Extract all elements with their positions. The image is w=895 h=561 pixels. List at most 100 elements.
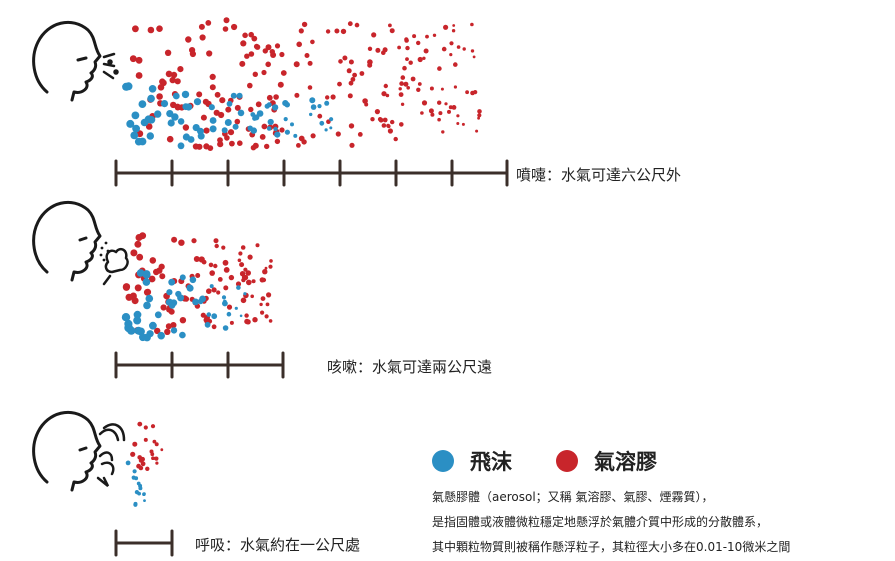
- particle: [348, 80, 354, 86]
- cough-spray-icon: [99, 241, 110, 262]
- particle: [245, 319, 251, 325]
- particle: [179, 274, 186, 281]
- particle: [269, 259, 273, 263]
- particle: [265, 61, 272, 68]
- particle: [145, 123, 153, 130]
- particle: [127, 326, 136, 335]
- particle: [165, 323, 172, 330]
- particle: [261, 69, 267, 76]
- particle: [122, 283, 131, 291]
- particle: [149, 257, 157, 264]
- particle: [125, 293, 133, 301]
- particle: [319, 120, 325, 126]
- particle: [222, 300, 228, 307]
- particle: [221, 295, 227, 300]
- particle: [226, 100, 233, 107]
- particle: [164, 49, 172, 56]
- particle: [149, 321, 157, 330]
- particle: [267, 118, 274, 126]
- particle: [165, 70, 173, 78]
- particle: [209, 284, 214, 289]
- particle: [348, 59, 354, 65]
- legend-aerosol-label: 氣溶膠: [594, 450, 657, 474]
- particle: [349, 142, 355, 148]
- particle: [259, 134, 266, 140]
- particle: [214, 91, 221, 98]
- particle: [143, 288, 151, 296]
- particle: [405, 57, 409, 61]
- particle: [201, 259, 207, 265]
- particle: [477, 109, 482, 114]
- particle: [197, 298, 204, 305]
- particle: [171, 236, 178, 243]
- particle: [266, 126, 272, 131]
- particle: [142, 270, 151, 278]
- particle: [244, 313, 249, 318]
- particle: [334, 28, 340, 34]
- particle: [131, 111, 140, 120]
- particle: [160, 100, 169, 108]
- particle: [398, 87, 402, 91]
- particle: [132, 25, 139, 33]
- particle: [132, 441, 138, 447]
- particle: [301, 139, 307, 145]
- particle: [408, 60, 413, 65]
- particle: [226, 311, 232, 317]
- particle: [252, 71, 258, 78]
- particle: [246, 279, 252, 286]
- particle: [259, 302, 263, 307]
- particle: [247, 125, 253, 131]
- particle: [350, 77, 356, 82]
- particle: [386, 124, 391, 129]
- particle: [195, 273, 201, 278]
- particle: [229, 140, 235, 147]
- particle: [252, 115, 258, 121]
- particle: [398, 92, 404, 97]
- particle: [307, 85, 313, 90]
- particle: [271, 104, 279, 111]
- particle: [240, 245, 246, 250]
- particle: [202, 98, 209, 105]
- particle: [211, 287, 217, 293]
- particle: [470, 22, 474, 27]
- particle: [189, 50, 196, 58]
- particle: [410, 76, 416, 82]
- particle: [421, 100, 428, 106]
- particle: [254, 44, 261, 50]
- particle: [387, 128, 393, 134]
- fist-icon: [102, 247, 129, 286]
- particle: [178, 239, 185, 246]
- particle: [238, 251, 243, 256]
- particle: [317, 113, 323, 119]
- particle: [134, 326, 143, 335]
- particle: [138, 465, 144, 471]
- particle: [142, 492, 146, 497]
- sneeze-spray-icon: [102, 52, 119, 80]
- particle: [472, 55, 476, 59]
- particle: [125, 460, 131, 466]
- sneezing-head-icon: [32, 20, 102, 102]
- particle: [265, 44, 272, 51]
- particle: [181, 90, 190, 99]
- particle: [140, 461, 146, 467]
- particle: [235, 281, 242, 287]
- particle: [154, 327, 161, 335]
- particle: [160, 304, 167, 311]
- particle: [223, 17, 230, 24]
- particle: [239, 262, 245, 268]
- particle-cloud: [121, 17, 482, 507]
- particle: [226, 304, 233, 310]
- aerosol-swatch: [556, 450, 578, 472]
- particle: [296, 41, 303, 48]
- particle: [438, 111, 443, 116]
- particle: [133, 316, 142, 325]
- particle: [388, 23, 392, 28]
- particle: [155, 461, 159, 465]
- particle: [198, 23, 205, 30]
- particle: [462, 47, 466, 51]
- particle: [307, 60, 313, 66]
- particle: [242, 32, 248, 39]
- particle: [130, 249, 138, 257]
- particle: [266, 94, 273, 101]
- particle: [177, 142, 185, 150]
